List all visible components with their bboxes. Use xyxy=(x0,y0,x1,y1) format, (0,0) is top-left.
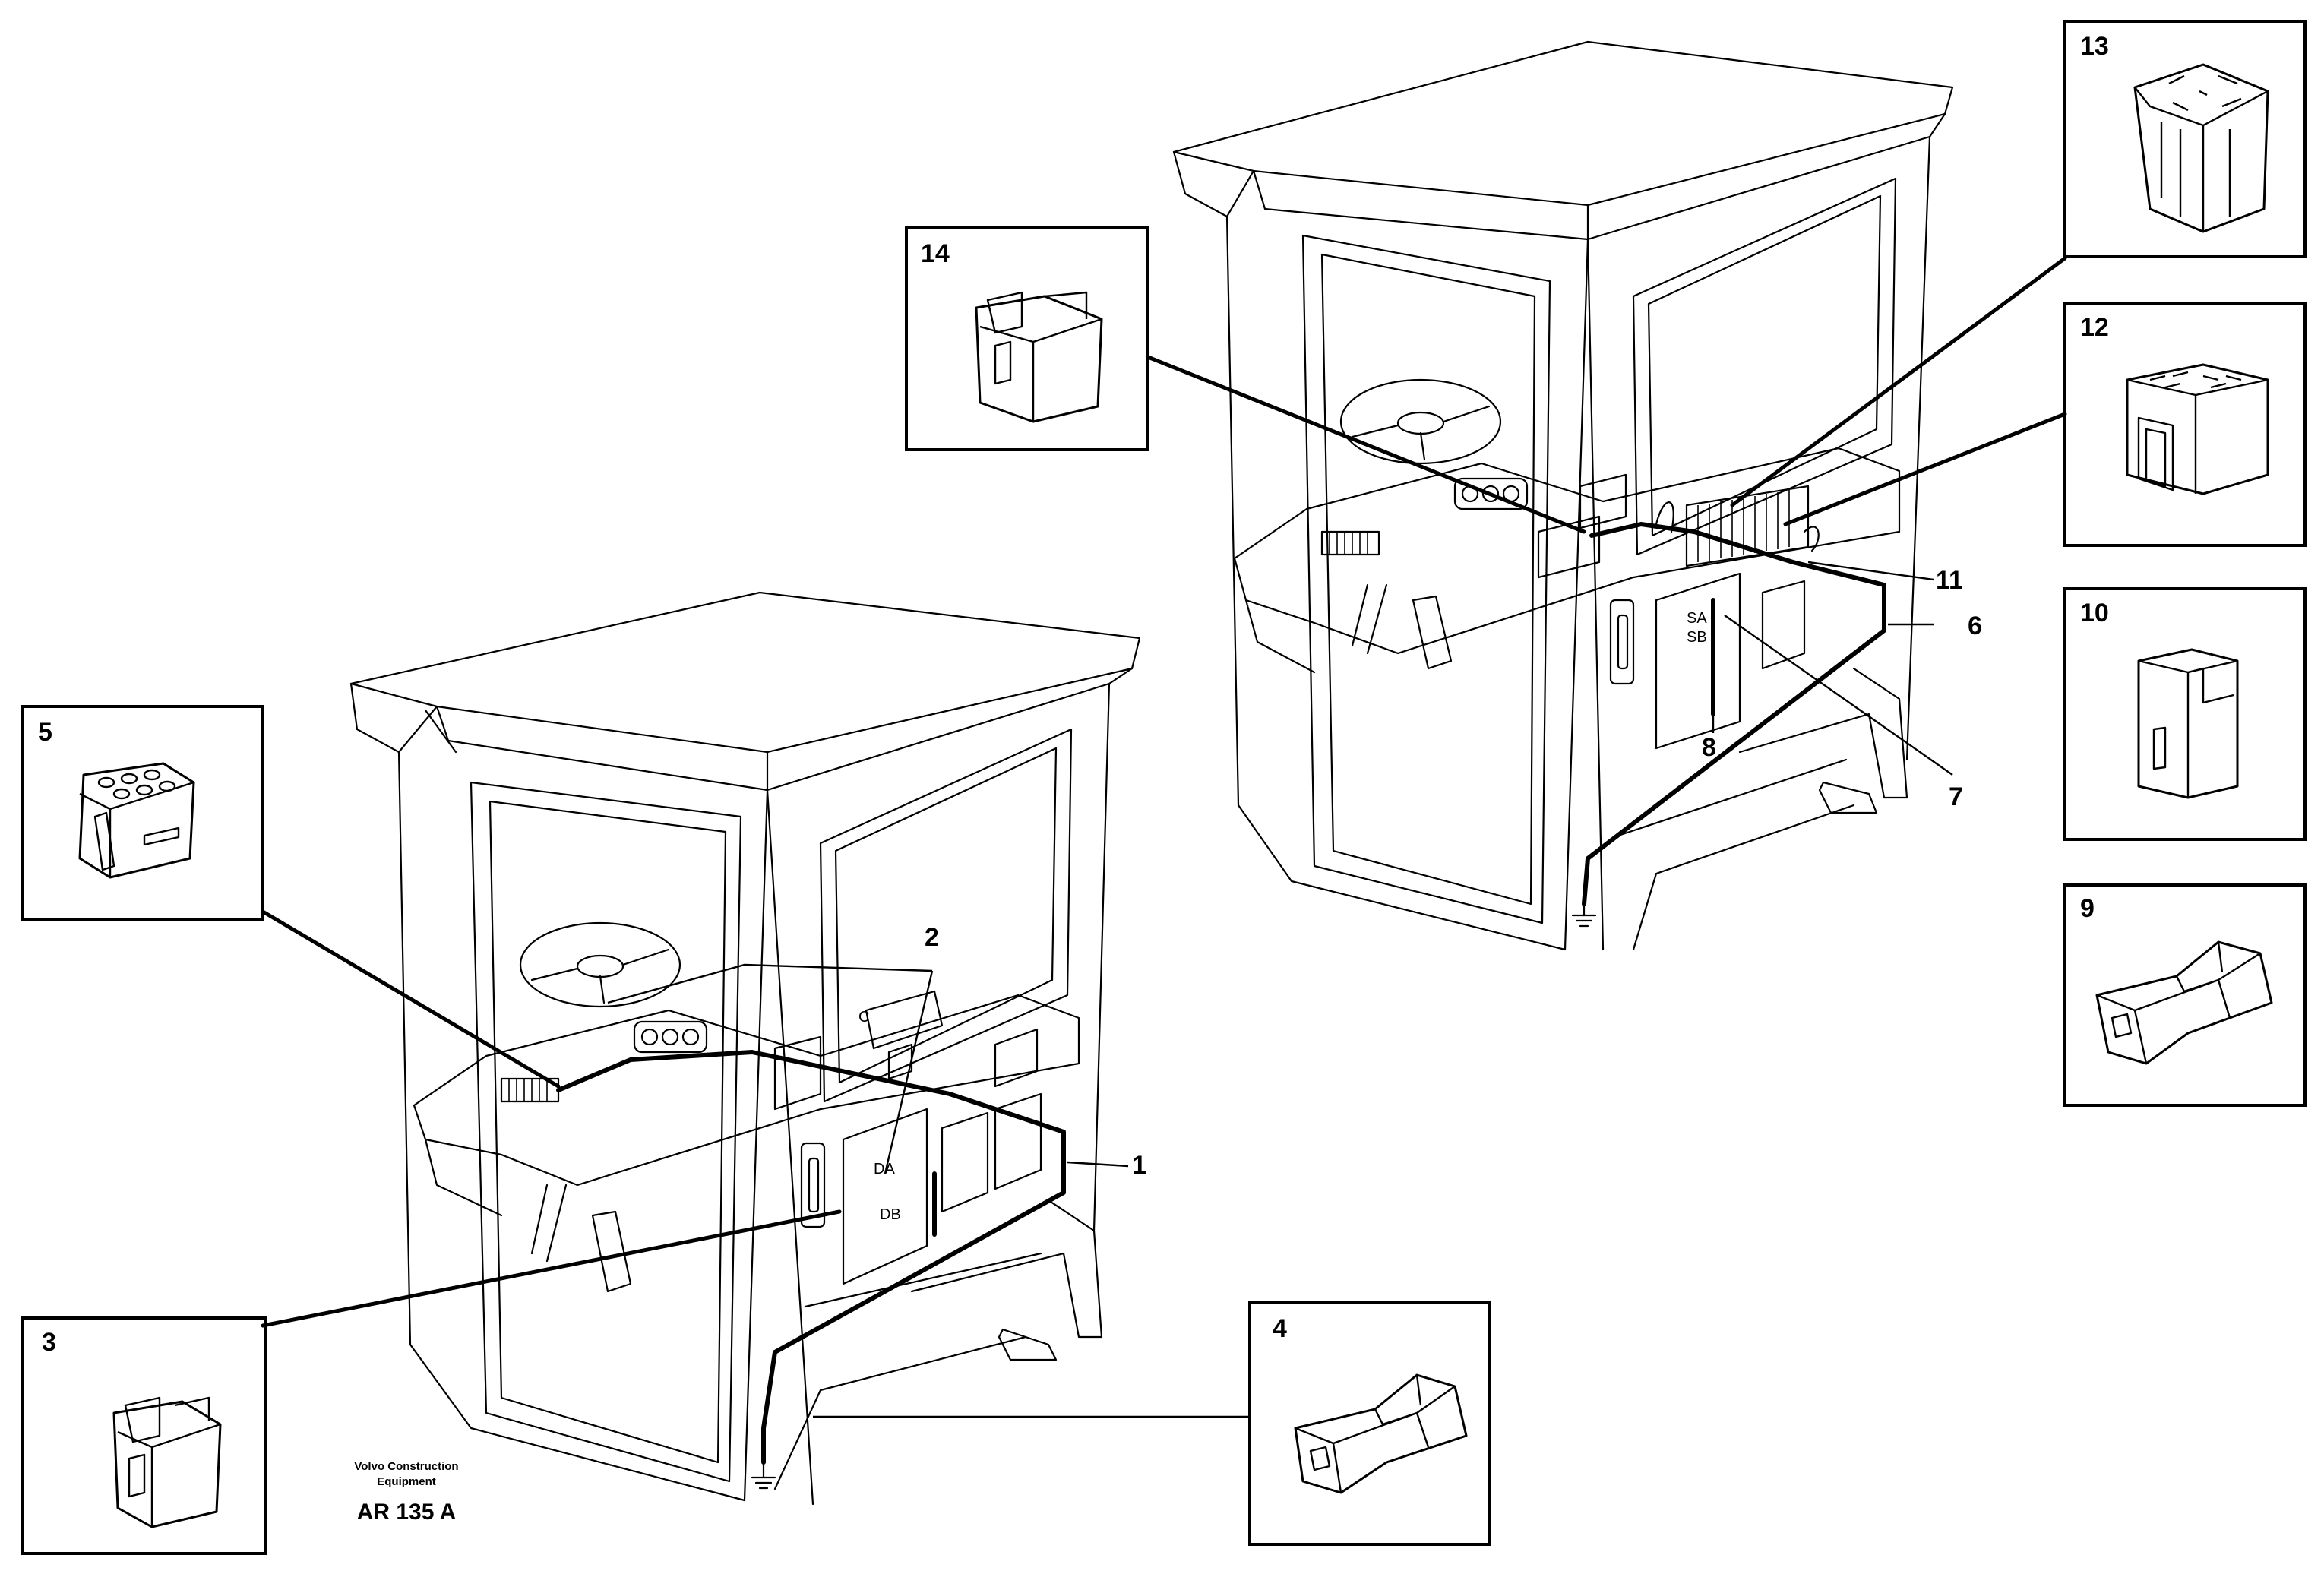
cab-left: DA DB C xyxy=(349,591,1141,1506)
connector-14-icon xyxy=(975,291,1103,423)
caption-company: Volvo Construction xyxy=(354,1460,458,1473)
connector-5-icon xyxy=(78,762,195,879)
mark-sa: SA xyxy=(1687,610,1707,627)
callout-number-12: 12 xyxy=(2080,313,2109,342)
callout-box-5: 5 xyxy=(21,705,264,921)
mark-c: C xyxy=(858,1009,869,1026)
mark-sb: SB xyxy=(1687,629,1707,646)
callout-box-3: 3 xyxy=(21,1316,267,1555)
callout-number-2: 2 xyxy=(925,923,939,952)
callout-number-1: 1 xyxy=(1132,1151,1146,1180)
callout-box-13: 13 xyxy=(2063,20,2307,258)
callout-box-4: 4 xyxy=(1248,1301,1491,1546)
callout-number-8: 8 xyxy=(1702,733,1716,762)
connector-9-icon xyxy=(2095,940,2273,1065)
callout-number-3: 3 xyxy=(42,1328,56,1357)
callout-box-9: 9 xyxy=(2063,883,2307,1107)
callout-number-7: 7 xyxy=(1949,782,1963,811)
mark-db: DB xyxy=(880,1206,901,1223)
callout-number-4: 4 xyxy=(1273,1314,1287,1343)
callout-number-13: 13 xyxy=(2080,32,2109,61)
connector-12-icon xyxy=(2126,363,2269,495)
cab-right: SA SB xyxy=(1172,40,1954,951)
caption-equipment: Equipment xyxy=(377,1475,436,1488)
connector-4-icon xyxy=(1294,1373,1468,1494)
callout-number-6: 6 xyxy=(1968,612,1982,640)
callout-number-9: 9 xyxy=(2080,894,2095,923)
callout-number-14: 14 xyxy=(921,239,950,268)
leader-lines xyxy=(261,256,2067,1418)
caption: Volvo Construction Equipment AR 135 A xyxy=(354,1460,458,1525)
connector-3-icon xyxy=(112,1396,222,1528)
caption-code: AR 135 A xyxy=(357,1500,457,1525)
callout-number-11: 11 xyxy=(1936,566,1963,595)
callout-number-5: 5 xyxy=(38,718,52,747)
callout-box-14: 14 xyxy=(905,226,1149,451)
connector-13-icon xyxy=(2133,63,2269,233)
mark-da: DA xyxy=(874,1161,895,1177)
callout-box-12: 12 xyxy=(2063,302,2307,547)
callout-number-10: 10 xyxy=(2080,599,2109,627)
connector-10-icon xyxy=(2137,648,2239,799)
callout-box-10: 10 xyxy=(2063,587,2307,841)
